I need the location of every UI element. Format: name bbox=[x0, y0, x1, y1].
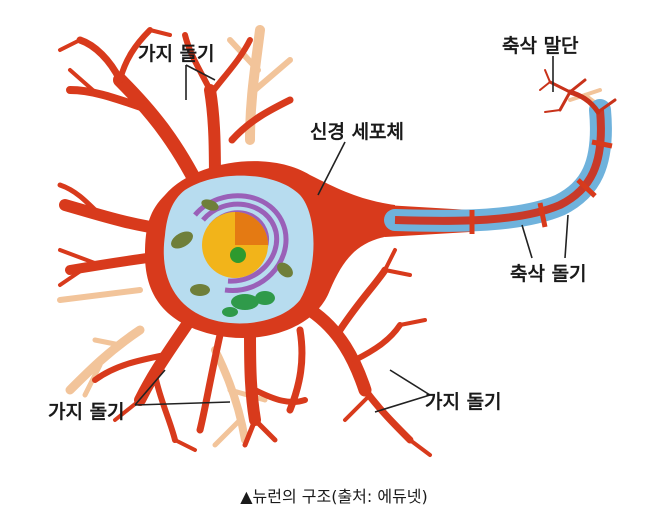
nodes-of-ranvier bbox=[469, 139, 613, 234]
axon bbox=[384, 99, 613, 234]
dendrite-label-bottom-left: 가지 돌기 bbox=[48, 401, 125, 423]
nucleus bbox=[202, 212, 268, 278]
dendrite-label-bottom-right: 가지 돌기 bbox=[425, 391, 502, 413]
axon-terminal-label: 축삭 말단 bbox=[502, 35, 579, 57]
axon-label: 축삭 돌기 bbox=[510, 263, 587, 285]
endoplasmic-reticulum bbox=[222, 291, 275, 317]
mitochondria bbox=[171, 199, 293, 296]
red-dendrites bbox=[57, 27, 432, 457]
figure-caption: ▲뉴런의 구조(출처: 에듀넷) bbox=[240, 487, 428, 506]
cell-body-label: 신경 세포체 bbox=[310, 121, 404, 143]
axon-terminal bbox=[539, 69, 617, 115]
leader-lines bbox=[134, 56, 569, 413]
dendrite-label-top: 가지 돌기 bbox=[138, 43, 215, 65]
